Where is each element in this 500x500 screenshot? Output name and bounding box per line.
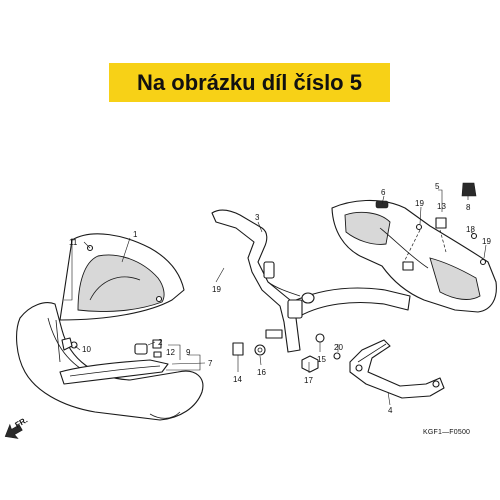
banner-text: Na obrázku díl číslo 5	[137, 69, 362, 95]
label-part-20: 20	[334, 343, 343, 352]
diagram-code: KGF1—F0500	[423, 429, 470, 436]
label-part-9: 9	[186, 348, 191, 357]
front-direction-marker: FR.	[4, 415, 30, 439]
label-part-19-upper: 19	[415, 199, 424, 208]
label-part-17: 17	[304, 376, 313, 385]
label-part-13: 13	[437, 202, 446, 211]
highlight-banner: Na obrázku díl číslo 5	[109, 63, 390, 102]
label-part-19-handlebar: 19	[212, 285, 221, 294]
rear-cover-part	[331, 182, 497, 313]
label-part-15: 15	[317, 355, 326, 364]
inner-trim-part	[59, 337, 169, 385]
label-part-18: 18	[466, 225, 475, 234]
windscreen-part	[59, 233, 185, 321]
label-part-4: 4	[388, 406, 393, 415]
label-part-11: 11	[69, 238, 78, 247]
fr-label: FR.	[14, 415, 30, 429]
label-part-8: 8	[466, 203, 471, 212]
label-part-2: 2	[158, 338, 163, 347]
bracket-part	[349, 339, 445, 399]
handlebar-part	[211, 209, 411, 353]
label-part-14: 14	[233, 375, 242, 384]
leader-lines	[64, 189, 487, 406]
label-part-12: 12	[166, 348, 175, 357]
fastener-parts	[232, 333, 341, 373]
label-part-5: 5	[435, 182, 440, 191]
label-part-16: 16	[257, 368, 266, 377]
part-labels: 1 11 10 2 12 9 7 3 19 14 16 17 15 20 4 6…	[69, 182, 491, 415]
label-part-1: 1	[133, 230, 138, 239]
label-part-3: 3	[255, 213, 260, 222]
label-part-6: 6	[381, 188, 386, 197]
label-part-10: 10	[82, 345, 91, 354]
label-part-19-right: 19	[482, 237, 491, 246]
front-cover-part	[16, 302, 204, 421]
label-part-7: 7	[208, 359, 213, 368]
